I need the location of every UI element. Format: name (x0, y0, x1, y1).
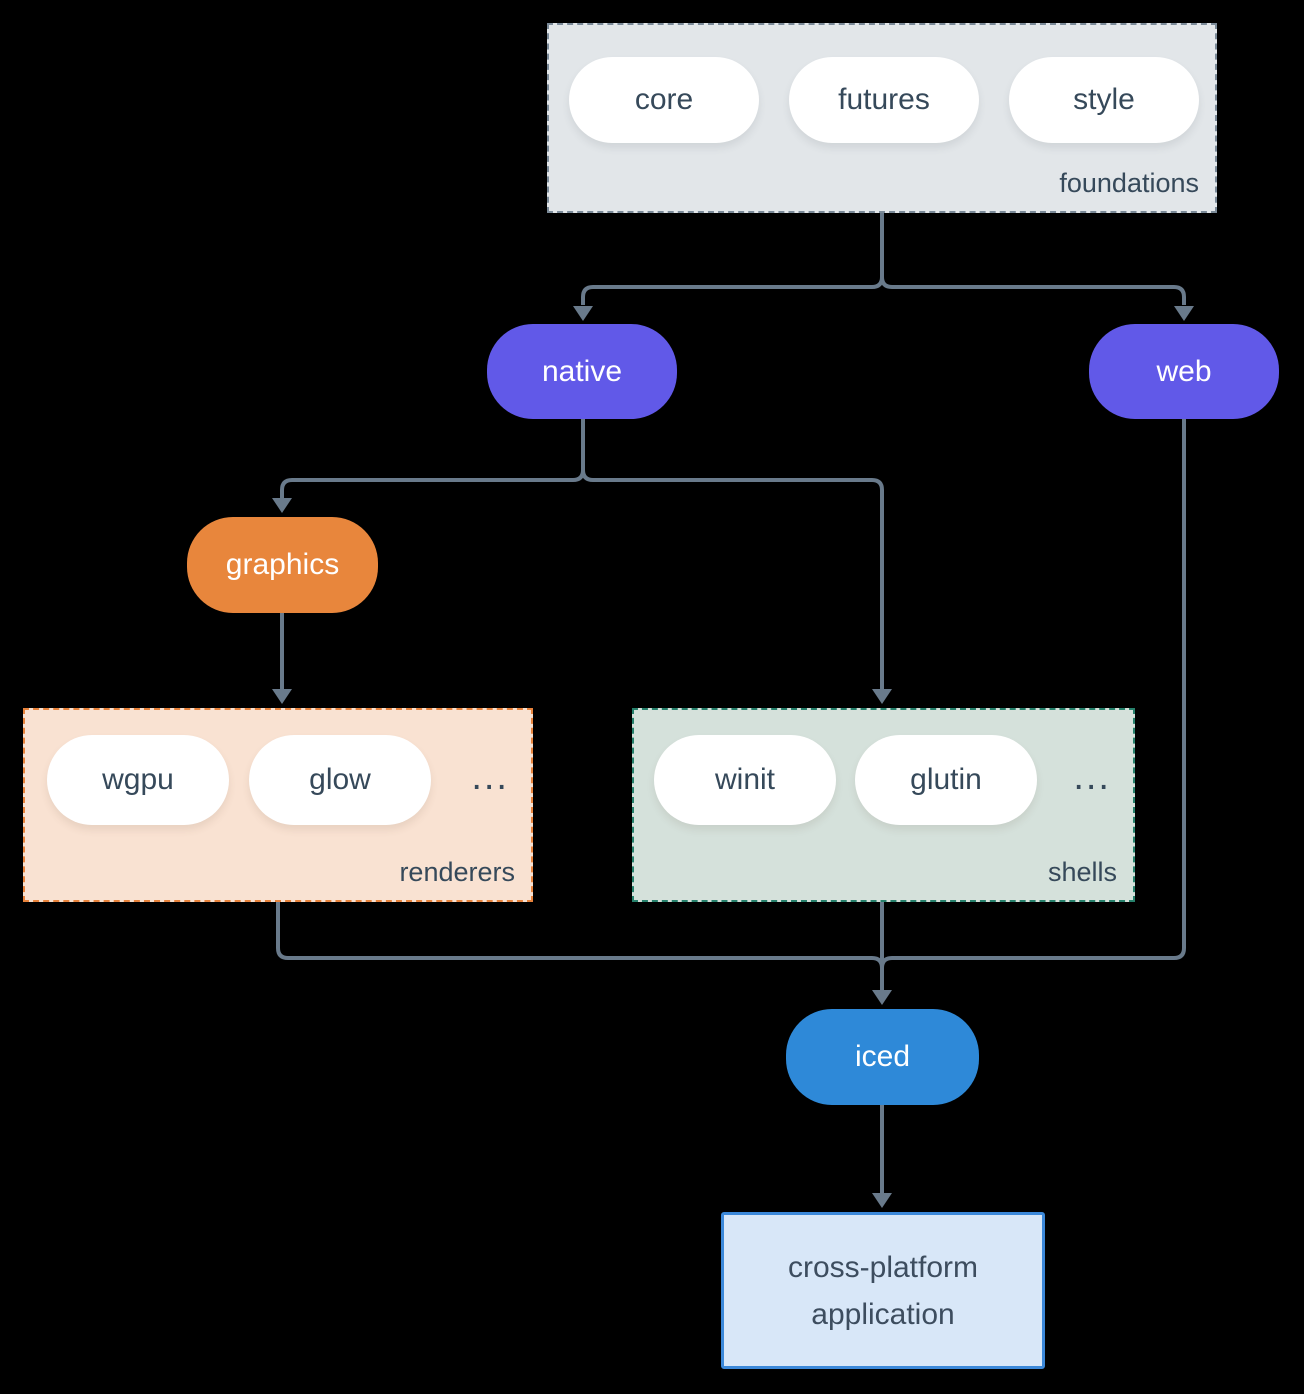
arrowhead-web (1174, 306, 1194, 321)
node-graphics: graphics (187, 517, 378, 613)
node-style: style (1009, 57, 1199, 143)
group-renderers: wgpu glow ... renderers (23, 708, 533, 902)
application-label-line2: application (811, 1297, 955, 1331)
node-iced: iced (786, 1009, 979, 1105)
edge-renderers-iced (276, 902, 884, 969)
group-shells-label: shells (1047, 857, 1117, 887)
node-cross-platform-application: cross-platform application (721, 1212, 1045, 1369)
application-label-line1: cross-platform (787, 1250, 979, 1284)
node-futures: futures (789, 57, 979, 143)
group-shells: winit glutin ... shells (632, 708, 1135, 902)
arrowhead-application (872, 1193, 892, 1208)
renderers-ellipsis: ... (471, 756, 509, 798)
edge-foundations-web (880, 276, 1186, 305)
arrowhead-graphics (272, 498, 292, 513)
node-winit: winit (654, 735, 836, 825)
arrowhead-native (573, 306, 593, 321)
edge-native-shells (581, 469, 884, 689)
node-web: web (1089, 324, 1279, 419)
group-foundations-label: foundations (1059, 168, 1199, 198)
node-core: core (569, 57, 759, 143)
arrowhead-renderers (272, 689, 292, 704)
edge-foundations-native (581, 213, 884, 305)
arrowhead-iced (872, 990, 892, 1005)
node-wgpu: wgpu (47, 735, 229, 825)
shells-ellipsis: ... (1073, 756, 1111, 798)
group-renderers-label: renderers (399, 857, 515, 887)
edge-native-graphics (280, 419, 585, 498)
group-foundations: core futures style foundations (547, 23, 1217, 213)
node-glutin: glutin (855, 735, 1037, 825)
node-native: native (487, 324, 677, 419)
node-glow: glow (249, 735, 431, 825)
arrowhead-shells (872, 689, 892, 704)
